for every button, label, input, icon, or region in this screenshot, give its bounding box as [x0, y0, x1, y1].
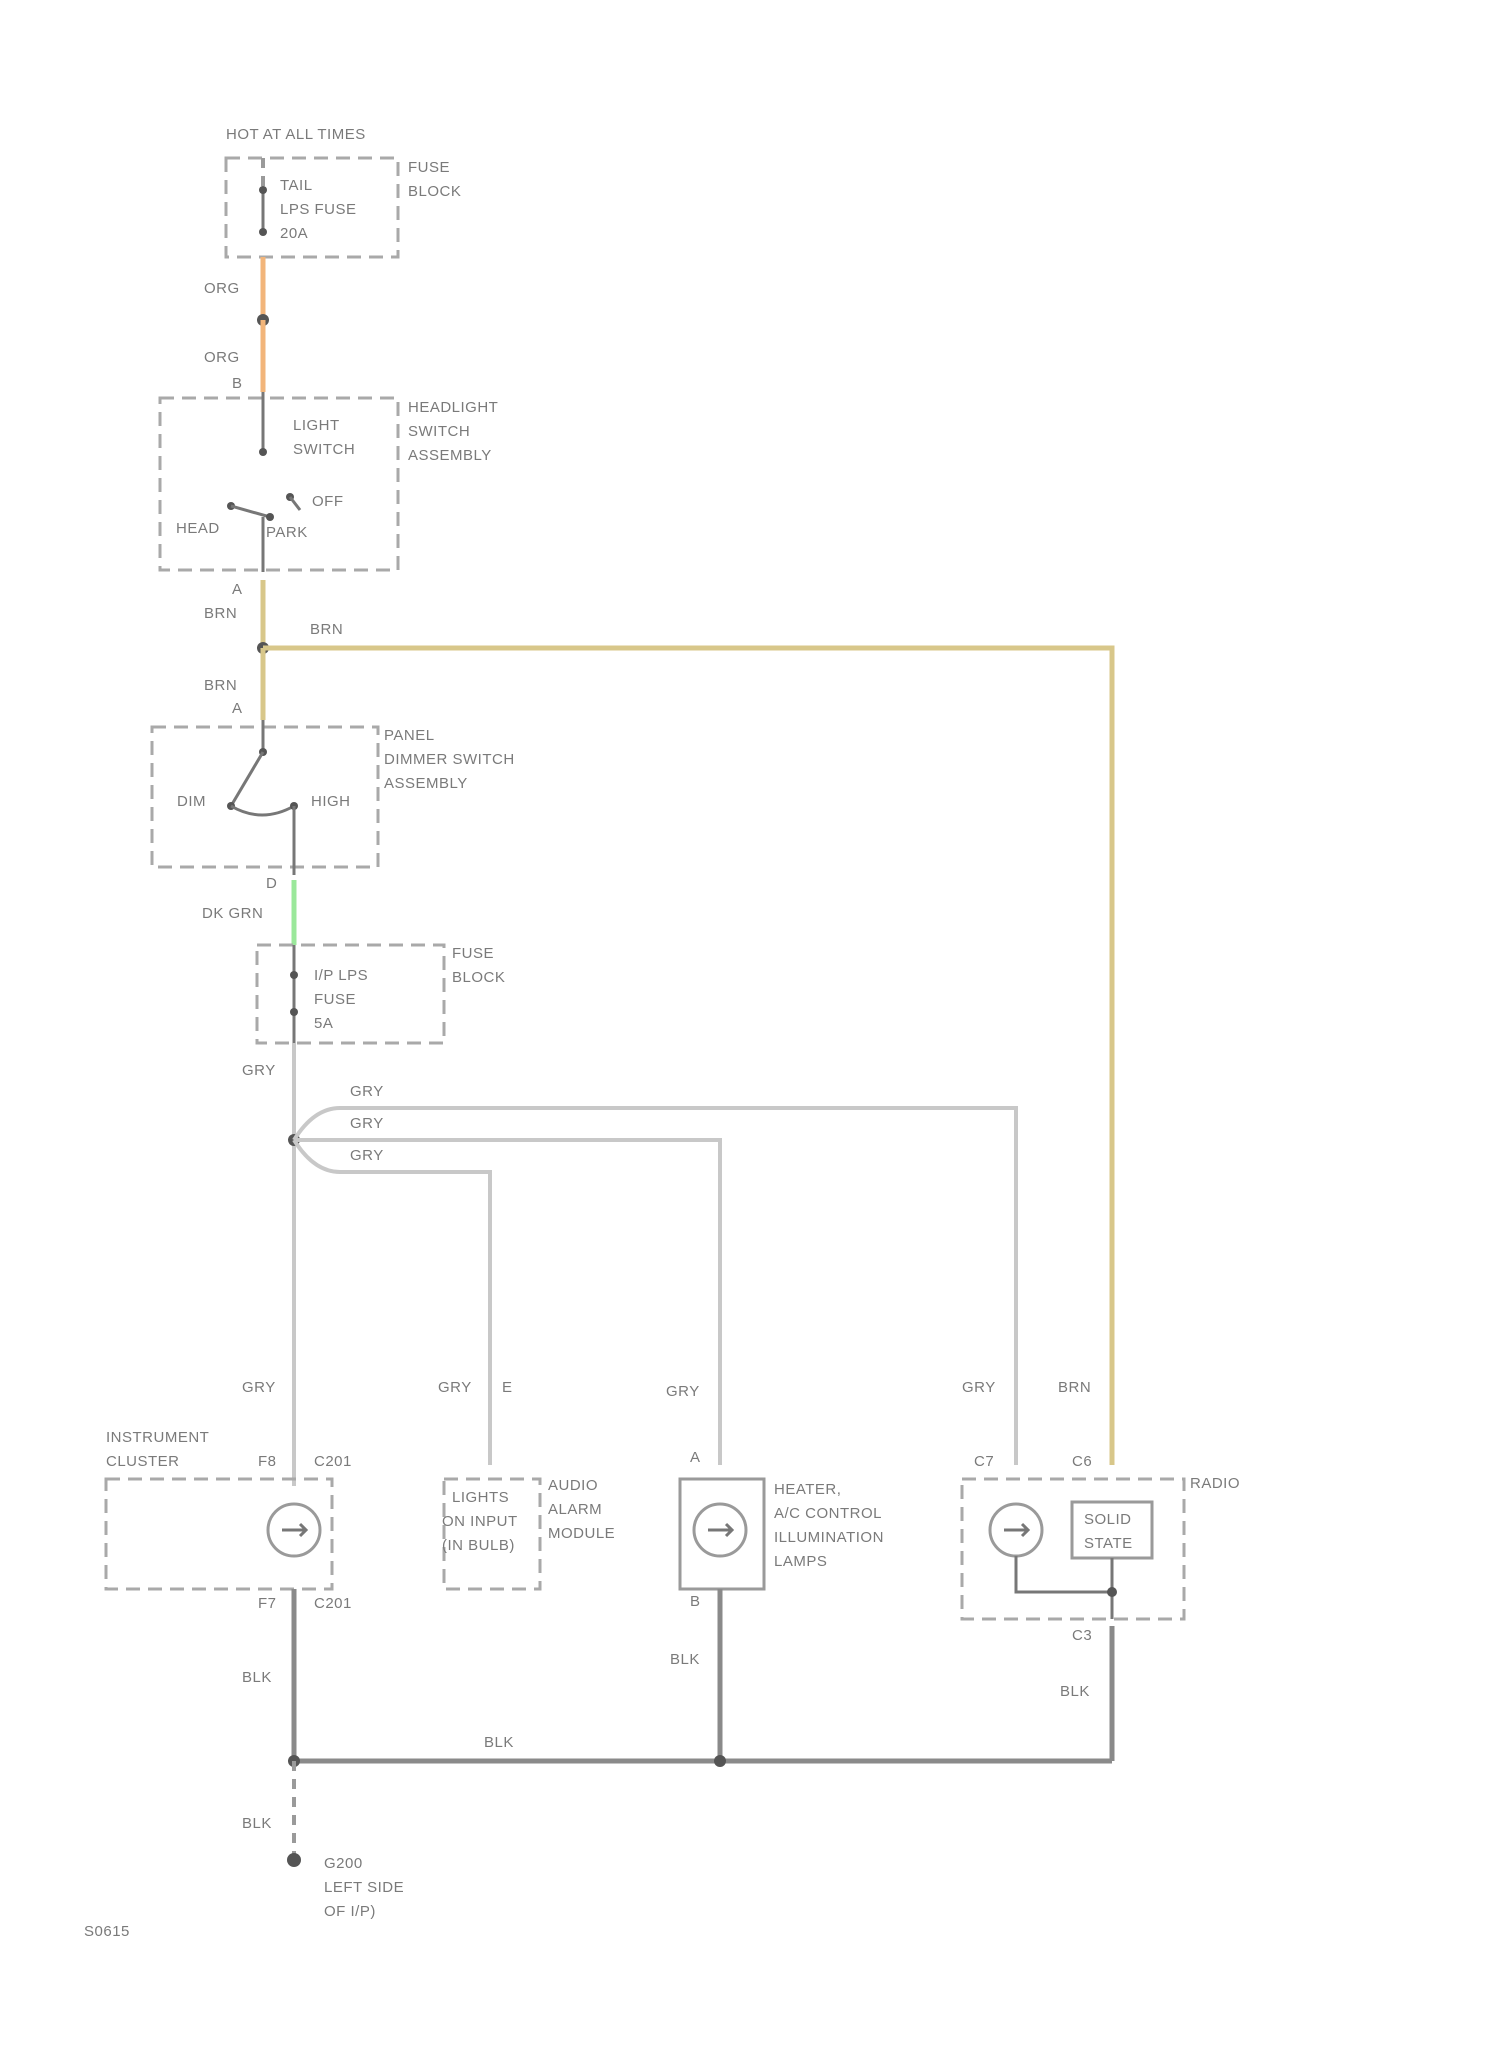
cluster-name-2: CLUSTER: [106, 1453, 180, 1470]
cluster-blk-label: BLK: [242, 1669, 272, 1686]
light-switch-terminal: [259, 448, 267, 456]
radio-brn-label: BRN: [1058, 1379, 1091, 1396]
fuse-terminal-dot: [259, 228, 267, 236]
radio-gry-label: GRY: [962, 1379, 996, 1396]
heater-name-4: LAMPS: [774, 1553, 827, 1570]
audio-inner-1: LIGHTS: [452, 1489, 509, 1506]
cluster-gry-label: GRY: [242, 1379, 276, 1396]
headlight-switch-name-2: SWITCH: [408, 423, 470, 440]
heater-name-2: A/C CONTROL: [774, 1505, 882, 1522]
audio-name-3: MODULE: [548, 1525, 615, 1542]
dimmer-pin-a: A: [232, 700, 243, 717]
ground-line-1: G200: [324, 1855, 363, 1872]
gry-wire-main-label: GRY: [242, 1062, 276, 1079]
radio-internal-ground: [1016, 1556, 1112, 1592]
headlight-switch-name-3: ASSEMBLY: [408, 447, 492, 464]
gry-branch-label-3: GRY: [350, 1147, 384, 1164]
fuse-block-ip-name-2: BLOCK: [452, 969, 505, 986]
audio-pin-e: E: [502, 1379, 513, 1396]
heater-name-3: ILLUMINATION: [774, 1529, 884, 1546]
brn-wire-top-label: BRN: [310, 621, 343, 638]
solid-state-line-1: SOLID: [1084, 1511, 1132, 1528]
gry-branch-label-2: GRY: [350, 1115, 384, 1132]
gry-branch-label-1: GRY: [350, 1083, 384, 1100]
ground-splice-mid: [714, 1755, 726, 1767]
dk-grn-wire-label: DK GRN: [202, 905, 263, 922]
ground-bus-label: BLK: [484, 1734, 514, 1751]
headlight-pin-b: B: [232, 375, 243, 392]
ip-fuse-terminal: [290, 971, 298, 979]
radio-pin-c7: C7: [974, 1453, 994, 1470]
cluster-conn-top: C201: [314, 1453, 352, 1470]
head-label: HEAD: [176, 520, 220, 537]
park-label: PARK: [266, 524, 308, 541]
gry-branch-to-heater: [294, 1140, 720, 1465]
headlight-switch-box: [160, 398, 398, 570]
dimmer-arc: [231, 806, 294, 815]
heater-pin-b: B: [690, 1593, 701, 1610]
ground-wire-label: BLK: [242, 1815, 272, 1832]
fuse-block-ip-name-1: FUSE: [452, 945, 494, 962]
heater-blk-label: BLK: [670, 1651, 700, 1668]
headlight-pin-a: A: [232, 581, 243, 598]
cluster-name-1: INSTRUMENT: [106, 1429, 209, 1446]
brn-wire-label-1: BRN: [204, 605, 237, 622]
audio-name-2: ALARM: [548, 1501, 602, 1518]
ip-fuse-line-3: 5A: [314, 1015, 333, 1032]
brn-wire-label-2: BRN: [204, 677, 237, 694]
audio-name-1: AUDIO: [548, 1477, 598, 1494]
radio-name: RADIO: [1190, 1475, 1240, 1492]
ground-line-3: OF I/P): [324, 1903, 376, 1920]
org-wire-label-2: ORG: [204, 349, 240, 366]
audio-gry-label: GRY: [438, 1379, 472, 1396]
dimmer-name-2: DIMMER SWITCH: [384, 751, 515, 768]
tail-fuse-line-2: LPS FUSE: [280, 201, 357, 218]
audio-inner-3: (IN BULB): [442, 1537, 515, 1554]
switch-blade: [231, 506, 270, 517]
heater-gry-label: GRY: [666, 1383, 700, 1400]
audio-inner-2: ON INPUT: [442, 1513, 518, 1530]
ground-line-2: LEFT SIDE: [324, 1879, 404, 1896]
tail-fuse-line-1: TAIL: [280, 177, 313, 194]
solid-state-line-2: STATE: [1084, 1535, 1133, 1552]
cluster-pin-bottom: F7: [258, 1595, 277, 1612]
ip-fuse-line-2: FUSE: [314, 991, 356, 1008]
tail-fuse-line-3: 20A: [280, 225, 308, 242]
cluster-pin-top: F8: [258, 1453, 277, 1470]
dimmer-blade: [231, 752, 263, 806]
ground-terminal-icon: [287, 1853, 301, 1867]
light-switch-label-2: SWITCH: [293, 441, 355, 458]
dimmer-pin-d: D: [266, 875, 277, 892]
park-terminal: [266, 513, 274, 521]
heater-name-1: HEATER,: [774, 1481, 841, 1498]
gry-branch-to-audio: [294, 1140, 490, 1465]
gry-branch-to-radio: [294, 1108, 1016, 1465]
radio-ground-dot: [1107, 1587, 1117, 1597]
radio-pin-c3: C3: [1072, 1627, 1092, 1644]
cluster-conn-bottom: C201: [314, 1595, 352, 1612]
org-wire-label-1: ORG: [204, 280, 240, 297]
heater-pin-a: A: [690, 1449, 701, 1466]
hot-at-all-times-label: HOT AT ALL TIMES: [226, 126, 366, 143]
fuse-block-top-name-1: FUSE: [408, 159, 450, 176]
ip-fuse-terminal: [290, 1008, 298, 1016]
off-contact: [290, 497, 300, 510]
figure-id: S0615: [84, 1923, 130, 1940]
dim-label: DIM: [177, 793, 206, 810]
radio-pin-c6: C6: [1072, 1453, 1092, 1470]
dimmer-name-1: PANEL: [384, 727, 435, 744]
fuse-block-top-name-2: BLOCK: [408, 183, 461, 200]
dimmer-name-3: ASSEMBLY: [384, 775, 468, 792]
ip-fuse-line-1: I/P LPS: [314, 967, 368, 984]
high-label: HIGH: [311, 793, 351, 810]
headlight-switch-name-1: HEADLIGHT: [408, 399, 498, 416]
brn-wire-to-radio: [263, 648, 1112, 1465]
radio-blk-label: BLK: [1060, 1683, 1090, 1700]
fuse-terminal-dot: [259, 186, 267, 194]
off-label: OFF: [312, 493, 344, 510]
light-switch-label-1: LIGHT: [293, 417, 340, 434]
